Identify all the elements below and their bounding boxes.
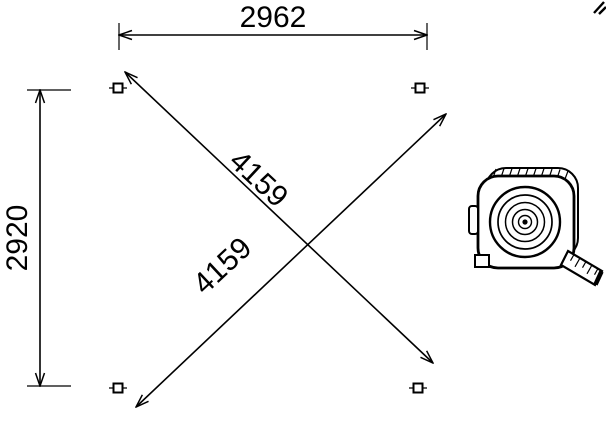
diagonal-dimension-2: 4159 (136, 114, 446, 407)
tape-measure-icon (468, 167, 604, 287)
height-dimension-label: 2920 (1, 205, 34, 272)
diagonal-line-2 (136, 114, 446, 407)
lock-button (474, 254, 490, 268)
tape-blade (559, 249, 604, 287)
corner-posts (109, 82, 429, 394)
cropped-corner-mark (593, 1, 606, 15)
belt-clip (468, 205, 479, 235)
height-dimension: 2920 (1, 90, 71, 386)
tape-graduations (569, 254, 599, 275)
corner-post-marker-top-left (109, 82, 127, 94)
width-dimension-label: 2962 (240, 1, 307, 34)
diagonal-line-1 (125, 72, 433, 363)
width-dimension: 2962 (119, 1, 427, 50)
grip-hatching (492, 168, 569, 180)
tape-end-hook (593, 270, 604, 286)
tape-reel (488, 185, 562, 259)
corner-post-marker-bottom-right (409, 382, 427, 394)
diagonal-dimension-label-2: 4159 (187, 231, 258, 301)
corner-post-marker-top-right (411, 82, 429, 94)
corner-post-marker-bottom-left (109, 382, 127, 394)
diagonal-dimension-1: 4159 (125, 72, 433, 363)
diagonal-dimension-label-1: 4159 (223, 144, 294, 214)
